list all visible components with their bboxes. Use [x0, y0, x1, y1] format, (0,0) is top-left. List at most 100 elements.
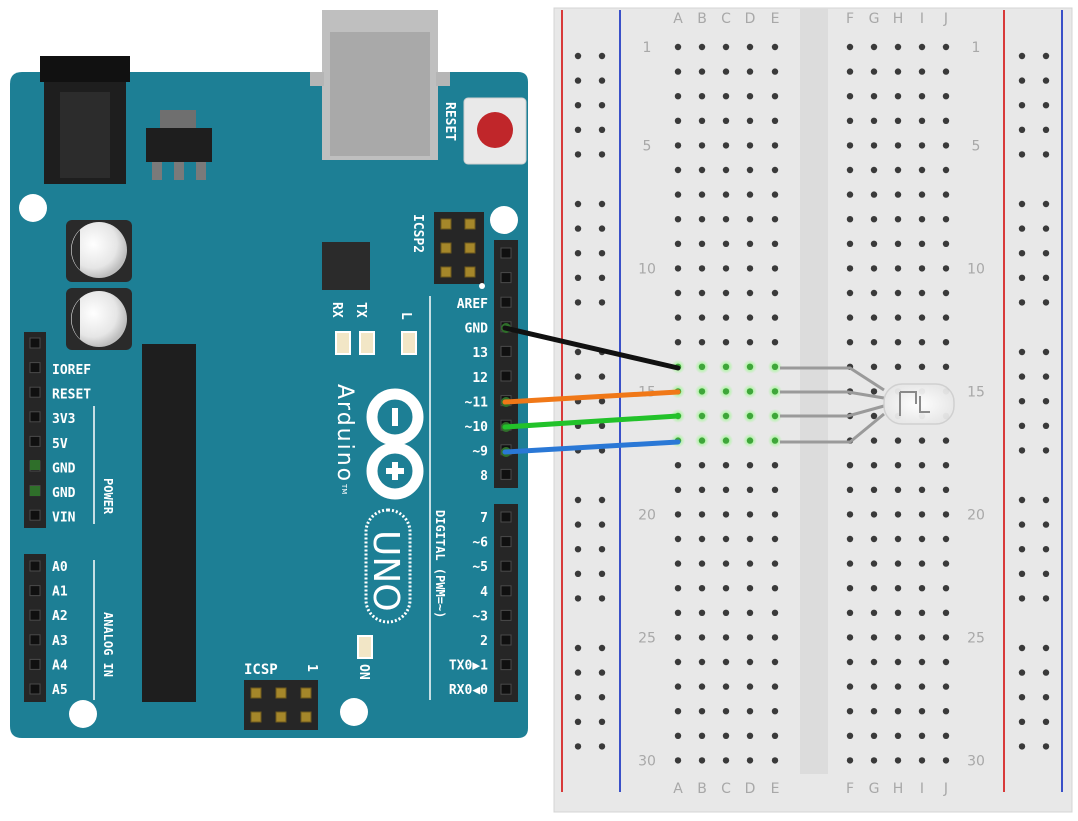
breadboard-hole	[942, 289, 950, 297]
digital-bottom-pin[interactable]	[500, 536, 512, 548]
breadboard-hole	[918, 658, 926, 666]
breadboard-hole	[722, 166, 730, 174]
rail-hole	[574, 274, 582, 281]
power-pin[interactable]	[29, 509, 41, 521]
digital-bottom-pin[interactable]	[500, 585, 512, 597]
usb-chip	[322, 242, 370, 290]
rx-label: RX	[329, 302, 344, 318]
breadboard-hole	[894, 585, 902, 592]
rail-hole	[1018, 200, 1026, 208]
breadboard-hole	[846, 117, 854, 125]
power-jack-top	[40, 56, 130, 82]
rail-hole	[574, 546, 582, 553]
power-pin-label: RESET	[52, 388, 91, 403]
breadboard-hole	[918, 43, 926, 51]
analog-pin[interactable]	[29, 634, 41, 646]
breadboard-hole	[894, 166, 902, 174]
breadboard-hole	[942, 93, 950, 100]
power-pin-label: IOREF	[52, 363, 91, 378]
digital-bottom-pin[interactable]	[500, 511, 512, 523]
power-pin-label: GND	[52, 486, 76, 501]
breadboard-hole	[746, 191, 754, 198]
breadboard-hole	[771, 339, 779, 346]
wires	[502, 325, 681, 455]
analog-pin[interactable]	[29, 658, 41, 670]
regulator-leg	[196, 162, 206, 180]
breadboard-hole	[746, 43, 754, 51]
breadboard-hole	[870, 388, 878, 395]
usb-flange-left	[310, 72, 324, 86]
breadboard-hole	[942, 585, 950, 592]
breadboard-hole	[942, 757, 950, 764]
power-pin[interactable]	[29, 337, 41, 349]
rail-hole	[574, 102, 582, 109]
breadboard-hole	[870, 462, 878, 469]
digital-top-pin[interactable]	[500, 247, 512, 259]
digital-top-pin[interactable]	[500, 345, 512, 357]
digital-pin-label: 8	[480, 469, 488, 484]
digital-top-pin[interactable]	[500, 370, 512, 382]
digital-bottom-pin[interactable]	[500, 609, 512, 621]
breadboard-hole	[846, 191, 854, 198]
analog-pin[interactable]	[29, 560, 41, 572]
digital-bottom-pin[interactable]	[500, 659, 512, 671]
power-pin[interactable]	[29, 386, 41, 398]
breadboard-hole	[870, 585, 878, 592]
breadboard-hole	[870, 191, 878, 198]
breadboard-hole	[722, 363, 730, 370]
rail-hole	[598, 496, 606, 504]
analog-pin-label: A4	[52, 658, 68, 673]
rail-hole	[574, 743, 582, 750]
breadboard-hole	[894, 658, 902, 666]
digital-bottom-pin[interactable]	[500, 634, 512, 646]
breadboard-hole	[722, 388, 730, 395]
breadboard-hole	[674, 68, 682, 75]
breadboard-hole	[870, 142, 878, 149]
digital-pin-label: GND	[465, 322, 489, 337]
breadboard-hole	[870, 634, 878, 641]
breadboard-hole	[674, 732, 682, 739]
breadboard-hole	[771, 585, 779, 592]
digital-top-pin[interactable]	[500, 272, 512, 284]
breadboard-hole	[722, 314, 730, 321]
digital-top-pin[interactable]	[500, 296, 512, 308]
breadboard-hole	[746, 93, 754, 100]
rail-hole	[1018, 151, 1026, 158]
icsp2-label: ICSP2	[410, 214, 425, 253]
breadboard-hole	[870, 265, 878, 272]
breadboard-hole	[746, 535, 754, 543]
breadboard-hole	[846, 560, 854, 567]
breadboard-hole	[846, 240, 854, 247]
row-number-right: 10	[967, 261, 985, 277]
breadboard-hole	[846, 585, 854, 592]
power-pin[interactable]	[29, 435, 41, 447]
row-number-right: 1	[972, 40, 981, 56]
breadboard-hole	[674, 191, 682, 198]
breadboard-hole	[674, 339, 682, 346]
rail-hole	[1018, 225, 1026, 232]
analog-pin[interactable]	[29, 609, 41, 621]
breadboard-hole	[942, 339, 950, 346]
reset-button[interactable]	[477, 112, 513, 148]
rail-hole	[598, 743, 606, 750]
rail-hole	[574, 570, 582, 577]
row-number-left: 30	[638, 753, 656, 769]
breadboard-hole	[698, 757, 706, 764]
digital-bottom-pin[interactable]	[500, 560, 512, 572]
power-pin[interactable]	[29, 411, 41, 423]
digital-bottom-pin[interactable]	[500, 683, 512, 695]
digital-top-pin[interactable]	[500, 468, 512, 480]
power-pin[interactable]	[29, 362, 41, 374]
rail-hole	[598, 200, 606, 208]
breadboard-hole	[894, 609, 902, 616]
digital-pin-label: TX0▶1	[449, 659, 488, 674]
breadboard-hole	[771, 683, 779, 690]
column-label-c-bottom: C	[721, 781, 731, 797]
rail-hole	[1018, 570, 1026, 577]
breadboard-hole	[674, 609, 682, 616]
breadboard-hole	[870, 289, 878, 297]
breadboard-hole	[894, 117, 902, 125]
analog-pin[interactable]	[29, 585, 41, 597]
analog-pin[interactable]	[29, 683, 41, 695]
breadboard-hole	[746, 289, 754, 297]
